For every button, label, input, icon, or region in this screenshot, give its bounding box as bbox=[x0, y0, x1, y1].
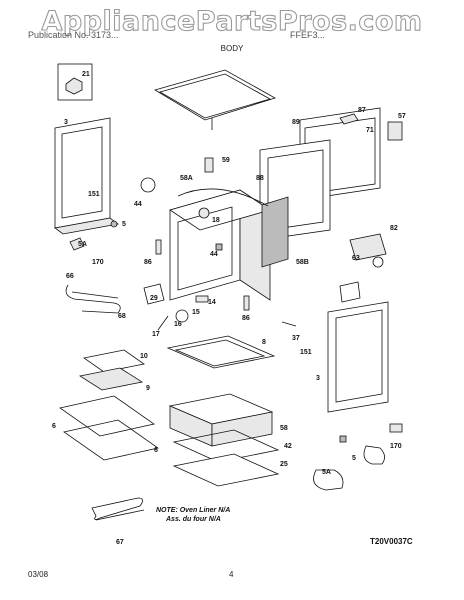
part-44 bbox=[215, 243, 223, 251]
label-68: 68 bbox=[118, 313, 126, 320]
label-44-center: 44 bbox=[210, 251, 218, 258]
cooktop-inner bbox=[158, 73, 272, 119]
part-5A-right bbox=[313, 469, 344, 491]
part-5-left bbox=[110, 220, 118, 228]
part-170-right bbox=[389, 423, 403, 433]
label-6-lower: 6 bbox=[154, 447, 158, 454]
part-5-right bbox=[363, 445, 385, 465]
broil-pan-insert bbox=[83, 349, 145, 373]
label-3-left: 3 bbox=[64, 119, 68, 126]
label-151-right: 151 bbox=[300, 349, 312, 356]
model-number: FFEF3... bbox=[290, 30, 326, 40]
label-25: 25 bbox=[280, 461, 288, 468]
door-window-right bbox=[335, 309, 383, 403]
part-21-shape bbox=[65, 77, 83, 95]
label-42: 42 bbox=[284, 443, 292, 450]
label-15: 15 bbox=[192, 309, 200, 316]
label-67: 67 bbox=[116, 539, 124, 546]
part-14 bbox=[195, 295, 209, 303]
label-82: 82 bbox=[390, 225, 398, 232]
broil-element bbox=[91, 497, 143, 520]
part-18-left bbox=[140, 177, 156, 193]
publication-number: Publication No. 3173... bbox=[28, 30, 119, 40]
part-87 bbox=[339, 113, 359, 125]
part-59 bbox=[204, 157, 214, 173]
footer-page-number: 4 bbox=[229, 570, 234, 579]
label-87: 87 bbox=[358, 107, 366, 114]
part-5A-left bbox=[69, 237, 85, 251]
label-3-right: 3 bbox=[316, 375, 320, 382]
note-line-1: NOTE: Oven Liner N/A bbox=[156, 507, 230, 514]
label-66: 66 bbox=[66, 273, 74, 280]
section-title: BODY bbox=[220, 44, 244, 53]
label-151-left: 151 bbox=[88, 191, 100, 198]
label-8: 8 bbox=[262, 339, 266, 346]
broil-pan bbox=[78, 367, 144, 391]
panel-25 bbox=[172, 453, 280, 487]
footer-date: 03/08 bbox=[28, 570, 49, 579]
label-59: 59 bbox=[222, 157, 230, 164]
label-14: 14 bbox=[208, 299, 216, 306]
label-44-left: 44 bbox=[134, 201, 142, 208]
label-5-left: 5 bbox=[122, 221, 126, 228]
label-17: 17 bbox=[152, 331, 160, 338]
part-57 bbox=[387, 121, 403, 141]
label-5A-right: 5A bbox=[322, 469, 331, 476]
part-16 bbox=[175, 309, 189, 323]
part-29-right bbox=[339, 281, 361, 303]
part-17-leader bbox=[157, 315, 169, 331]
door-bottom-left bbox=[54, 217, 119, 235]
part-86-right bbox=[243, 295, 250, 311]
header: AppliancePartsPros.com Publication No. 3… bbox=[0, 0, 464, 60]
label-170-right: 170 bbox=[390, 443, 402, 450]
insulation-58A bbox=[177, 188, 269, 207]
label-18: 18 bbox=[212, 217, 220, 224]
bake-element-top bbox=[65, 284, 121, 314]
drawer-panel-inner bbox=[174, 339, 266, 367]
part-86-left bbox=[155, 239, 162, 255]
label-5A-left: 5A bbox=[78, 241, 87, 248]
label-58B: 58B bbox=[296, 259, 309, 266]
label-37: 37 bbox=[292, 335, 300, 342]
broil-element-line bbox=[95, 509, 145, 521]
note-line-2: Ass. du four N/A bbox=[165, 516, 221, 523]
bake-element-line bbox=[71, 291, 119, 299]
label-9: 9 bbox=[146, 385, 150, 392]
drawer-panel bbox=[166, 335, 276, 369]
label-21: 21 bbox=[82, 71, 90, 78]
label-16: 16 bbox=[174, 321, 182, 328]
watermark: AppliancePartsPros.com bbox=[41, 5, 423, 37]
part-18 bbox=[198, 207, 210, 219]
oven-cavity bbox=[177, 206, 233, 291]
label-57: 57 bbox=[398, 113, 406, 120]
label-86-right: 86 bbox=[242, 315, 250, 322]
part-small-right bbox=[339, 435, 347, 443]
label-170-left: 170 bbox=[92, 259, 104, 266]
label-58A: 58A bbox=[180, 175, 193, 182]
oven-rack-2 bbox=[63, 419, 159, 461]
label-86-left: 86 bbox=[144, 259, 152, 266]
label-58: 58 bbox=[280, 425, 288, 432]
label-29-left: 29 bbox=[150, 295, 158, 302]
label-6-upper: 6 bbox=[52, 423, 56, 430]
part-29 bbox=[143, 283, 165, 305]
label-10: 10 bbox=[140, 353, 148, 360]
label-88: 88 bbox=[256, 175, 264, 182]
part-labels: 21 3 151 5 5A 170 66 68 59 58A 44 18 88 … bbox=[52, 71, 406, 546]
part-63 bbox=[372, 256, 384, 268]
label-71: 71 bbox=[366, 127, 374, 134]
part-82 bbox=[349, 233, 387, 261]
panel-42 bbox=[172, 429, 280, 463]
cooktop-panel bbox=[154, 69, 277, 121]
insulation-58B bbox=[261, 196, 289, 268]
oven-door-right bbox=[327, 301, 389, 413]
drawing-code: T20V0037C bbox=[370, 537, 413, 546]
label-63: 63 bbox=[352, 255, 360, 262]
door-window-left bbox=[61, 126, 103, 219]
label-89: 89 bbox=[292, 119, 300, 126]
label-5-right: 5 bbox=[352, 455, 356, 462]
part-37 bbox=[281, 321, 297, 327]
